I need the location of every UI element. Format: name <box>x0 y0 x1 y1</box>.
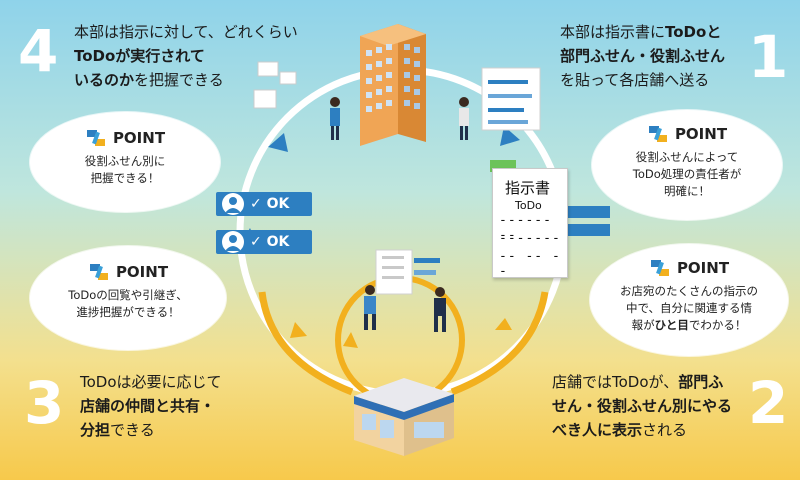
step-1-description: 本部は指示書にToDoと 部門ふせん・役割ふせん を貼って各店舗へ送る <box>560 20 725 92</box>
arrow-inner <box>343 332 358 348</box>
arrow-top-left <box>268 133 288 152</box>
step-3-line-3: 分担できる <box>80 421 155 439</box>
step-2-description: 店舗ではToDoが、部門ふ せん・役割ふせん別にやる べき人に表示される <box>552 370 732 442</box>
step-1-line-1: 本部は指示書にToDoと <box>560 23 722 41</box>
step-1-line-2: 部門ふせん・役割ふせん <box>560 47 726 65</box>
person-left-hq-icon <box>330 97 340 140</box>
point-title: POINT <box>590 258 788 278</box>
point-text: 役割ふせん別に 把握できる！ <box>84 154 166 185</box>
step-3-line-2: 店舗の仲間と共有・ <box>80 397 216 415</box>
doc-line-3: -- -- -- <box>499 249 561 279</box>
tag-role-sticky <box>566 224 610 236</box>
point-text: お店宛のたくさんの指示の 中で、自分に関連する情 報がひと目でわかる！ <box>620 284 758 332</box>
arrow-bottom-right <box>495 318 512 330</box>
user-avatar-icon <box>222 231 244 253</box>
point-logo-icon <box>650 260 669 276</box>
step-4-line-2: ToDoが実行されて <box>74 47 205 65</box>
point-text: ToDoの回覧や引継ぎ、 進捗把握ができる！ <box>68 288 188 319</box>
floating-sheets-left-icon <box>253 61 297 109</box>
step-4-description: 本部は指示に対して、どれくらい ToDoが実行されて いるのかを把握できる <box>74 20 298 92</box>
tag-dept-sticky <box>566 206 610 218</box>
arrow-bottom-left <box>290 322 307 338</box>
doc-line-2: ------- <box>499 231 561 246</box>
yellow-arc-right <box>450 291 549 396</box>
point-title: POINT <box>30 262 226 282</box>
arrow-top-right <box>500 126 520 146</box>
step-number-3: 3 <box>24 369 65 437</box>
step-2-line-2: せん・役割ふせん別にやる <box>552 397 733 415</box>
point-logo-icon <box>648 126 667 142</box>
floating-panel-right-icon <box>481 67 541 131</box>
team-collaboration-icon <box>364 249 446 332</box>
ok-badge-1-label: ✓ OK <box>250 196 290 212</box>
step-3-line-1: ToDoは必要に応じて <box>80 373 222 391</box>
doc-subtitle: ToDo <box>515 199 542 212</box>
ok-badge-1: ✓ OK <box>216 192 312 216</box>
yellow-arc-left <box>258 291 354 396</box>
doc-title: 指示書 <box>505 179 551 197</box>
point-logo-icon <box>89 264 108 280</box>
step-number-2: 2 <box>748 369 789 437</box>
headquarters-building-icon <box>360 24 426 146</box>
point-title: POINT <box>592 124 782 144</box>
step-1-line-3: を貼って各店舗へ送る <box>560 71 710 89</box>
doc-line-1: ------ -- <box>499 213 552 243</box>
step-3-description: ToDoは必要に応じて 店舗の仲間と共有・ 分担できる <box>80 370 222 442</box>
step-2-line-1: 店舗ではToDoが、部門ふ <box>552 373 724 391</box>
person-right-hq-icon <box>459 97 469 140</box>
step-2-line-3: べき人に表示される <box>552 421 688 439</box>
user-avatar-icon <box>222 193 244 215</box>
instruction-document: 指示書 ToDo ------ -- ------- -- -- -- <box>492 168 568 279</box>
step-4-line-3: いるのかを把握できる <box>74 71 224 89</box>
point-bubble-top-right: POINT 役割ふせんによって ToDo処理の責任者が 明確に！ <box>592 110 782 220</box>
ok-badge-2-label: ✓ OK <box>250 234 290 250</box>
step-number-1: 1 <box>748 23 789 91</box>
point-text: 役割ふせんによって ToDo処理の責任者が 明確に！ <box>632 150 742 198</box>
point-title: POINT <box>30 128 220 148</box>
step-4-line-1: 本部は指示に対して、どれくらい <box>74 23 298 41</box>
point-bubble-bottom-left: POINT ToDoの回覧や引継ぎ、 進捗把握ができる！ <box>30 246 226 350</box>
point-logo-icon <box>86 130 105 146</box>
step-number-4: 4 <box>18 17 59 85</box>
point-bubble-top-left: POINT 役割ふせん別に 把握できる！ <box>30 112 220 212</box>
store-building-icon <box>354 378 454 456</box>
ok-badge-2: ✓ OK <box>216 230 312 254</box>
point-bubble-bottom-right: POINT お店宛のたくさんの指示の 中で、自分に関連する情 報がひと目でわかる… <box>590 244 788 356</box>
